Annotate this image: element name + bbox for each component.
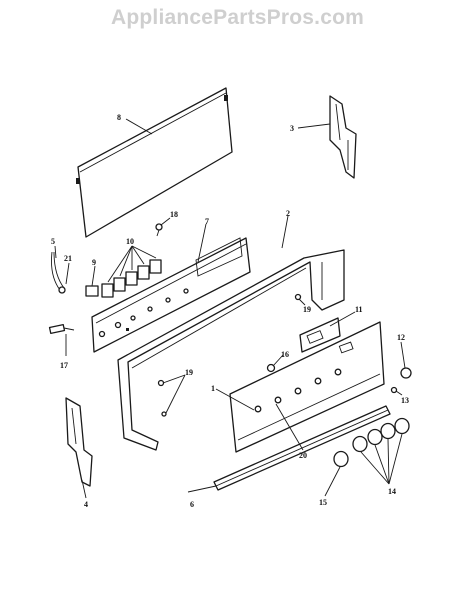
callout-2: 2 (286, 209, 290, 218)
knobs-14 (352, 417, 410, 453)
left-bracket (65, 397, 93, 487)
control-panel (229, 321, 385, 453)
callout-13: 13 (401, 396, 409, 405)
leader-lines (54, 118, 406, 499)
callout-7: 7 (205, 217, 209, 226)
callout-9: 9 (92, 258, 96, 267)
callout-19b: 19 (185, 368, 193, 377)
callout-10: 10 (126, 237, 134, 246)
bezel-13 (390, 386, 398, 394)
knob-12 (400, 367, 412, 379)
callout-14: 14 (388, 487, 396, 496)
right-bracket (329, 95, 357, 179)
callout-12: 12 (397, 333, 405, 342)
screw-18 (155, 223, 163, 237)
connector-17 (48, 323, 75, 335)
switch-block (101, 259, 162, 298)
callout-11: 11 (355, 305, 363, 314)
callout-5: 5 (51, 237, 55, 246)
knob-15 (333, 450, 349, 468)
callout-17: 17 (60, 361, 68, 370)
callout-1: 1 (211, 384, 215, 393)
callout-6: 6 (190, 500, 194, 509)
callout-16: 16 (281, 350, 289, 359)
callout-19a: 19 (303, 305, 311, 314)
wiring-harness (51, 251, 66, 294)
callout-labels: 8 3 18 7 2 5 10 21 9 11 19 12 16 17 19 1… (51, 113, 409, 509)
callout-4: 4 (84, 500, 88, 509)
clock-11 (299, 317, 341, 353)
screw-19 (157, 293, 302, 417)
control-board (91, 237, 251, 353)
callout-15: 15 (319, 498, 327, 507)
callout-20: 20 (299, 451, 307, 460)
callout-8: 8 (117, 113, 121, 122)
clip-9 (85, 285, 99, 297)
callout-3: 3 (290, 124, 294, 133)
callout-21: 21 (64, 254, 72, 263)
indicator-16 (266, 363, 276, 373)
watermark: AppliancePartsPros.com (111, 6, 364, 29)
rear-panel (76, 87, 233, 238)
backguard (117, 249, 345, 451)
callout-18: 18 (170, 210, 178, 219)
